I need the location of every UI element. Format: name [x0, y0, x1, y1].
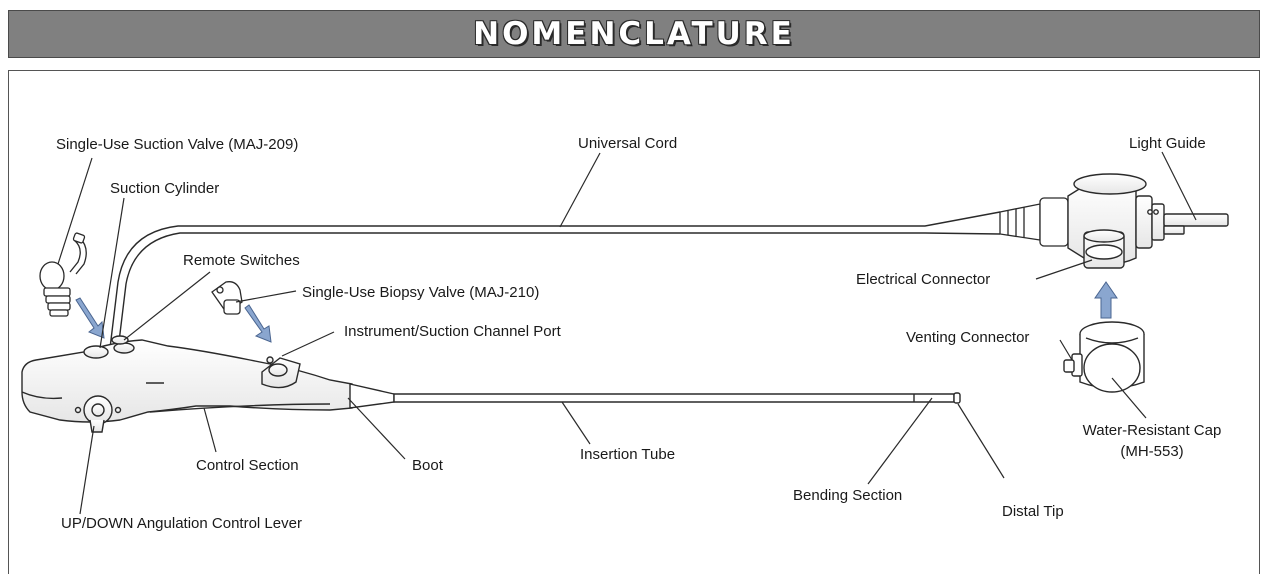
- biopsy-valve-part: [211, 281, 243, 315]
- water-resistant-cap: [1063, 321, 1145, 393]
- label-bending-section: Bending Section: [793, 487, 902, 504]
- label-venting-connector: Venting Connector: [906, 329, 1029, 346]
- label-insertion-tube: Insertion Tube: [580, 446, 675, 463]
- label-light-guide: Light Guide: [1129, 135, 1206, 152]
- label-water-resistant-cap: Water-Resistant Cap: [1083, 422, 1222, 439]
- label-universal-cord: Universal Cord: [578, 135, 677, 152]
- diagram-frame: [8, 70, 1260, 574]
- label-angulation-lever: UP/DOWN Angulation Control Lever: [61, 515, 302, 532]
- label-distal-tip: Distal Tip: [1002, 503, 1064, 520]
- label-control-section: Control Section: [196, 457, 299, 474]
- label-suction-cylinder: Suction Cylinder: [110, 180, 219, 197]
- label-cap-model: (MH-553): [1120, 443, 1183, 460]
- control-section-body: [21, 335, 353, 433]
- label-electrical-connector: Electrical Connector: [856, 271, 990, 288]
- label-remote-switches: Remote Switches: [183, 252, 300, 269]
- label-boot: Boot: [412, 457, 444, 474]
- scope-connector: [1067, 173, 1229, 269]
- cord-strain-relief: [999, 197, 1069, 247]
- label-channel-port: Instrument/Suction Channel Port: [344, 323, 562, 340]
- label-suction-valve: Single-Use Suction Valve (MAJ-209): [56, 136, 298, 153]
- labels: Single-Use Suction Valve (MAJ-209) Sucti…: [56, 135, 1221, 532]
- suction-valve-part: [39, 232, 87, 317]
- leader-lines: [57, 151, 1197, 515]
- label-biopsy-valve: Single-Use Biopsy Valve (MAJ-210): [302, 284, 539, 301]
- title-banner: NOMENCLATURE: [8, 10, 1260, 58]
- insertion-tube: [349, 383, 961, 409]
- universal-cord: [109, 211, 1001, 351]
- page-title: NOMENCLATURE: [473, 16, 795, 52]
